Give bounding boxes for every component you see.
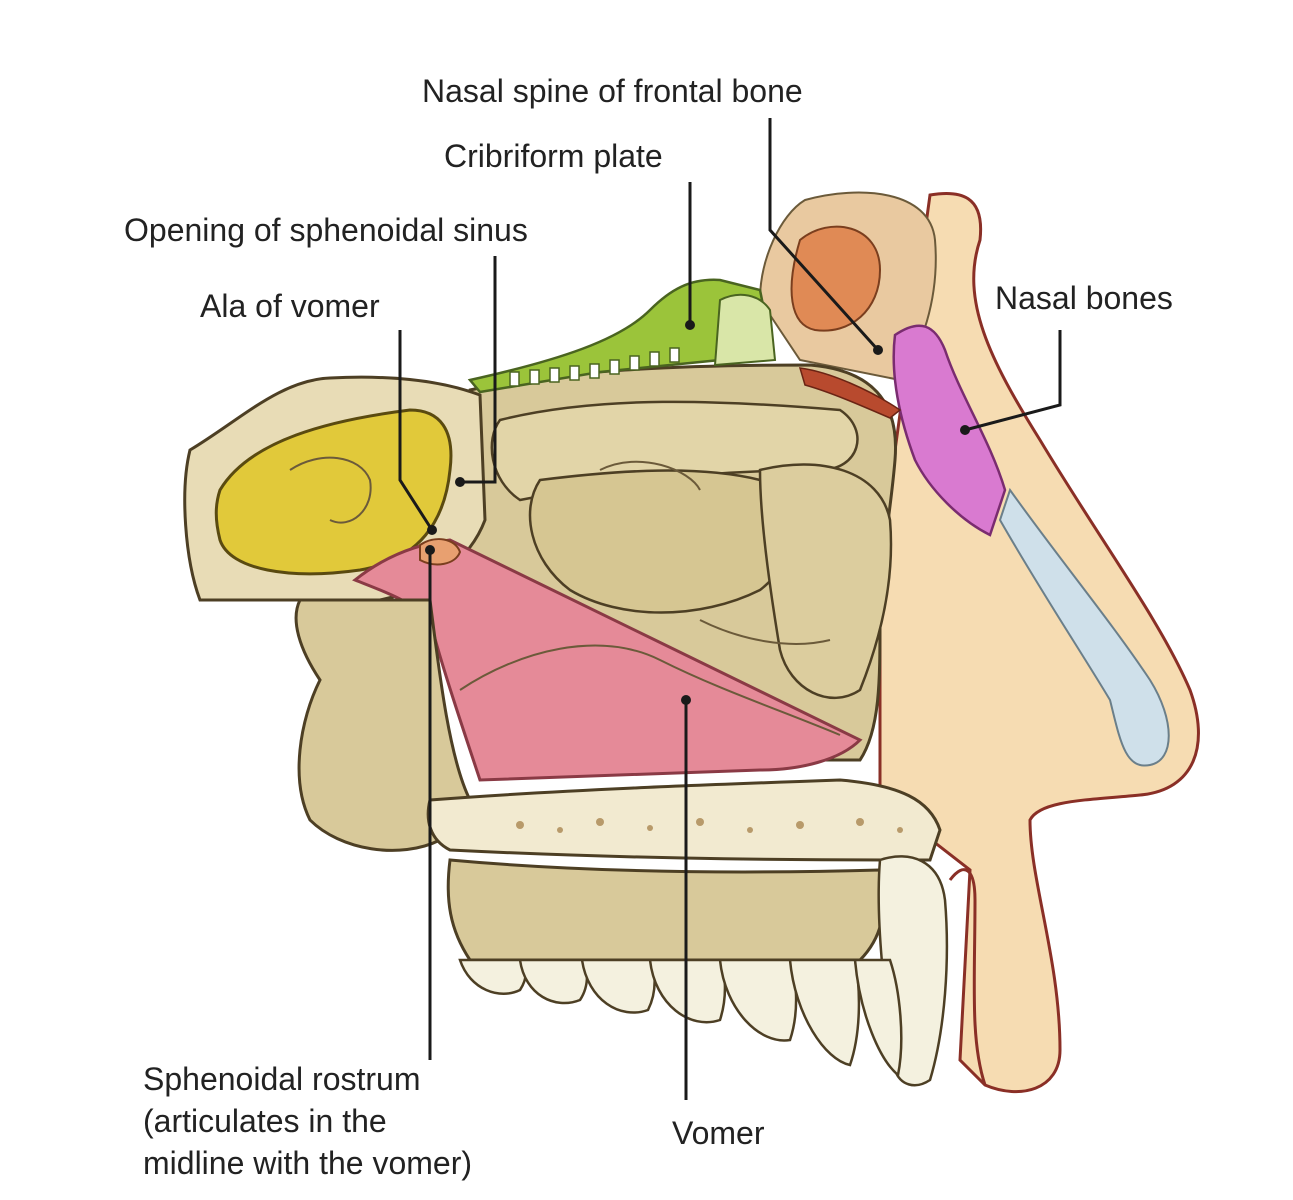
label-nasal-bones: Nasal bones bbox=[995, 280, 1173, 316]
cribriform-plate bbox=[467, 278, 772, 394]
cribriform-perforations bbox=[509, 347, 680, 387]
leader-nasal-bones bbox=[964, 330, 1062, 432]
label-nasal-spine: Nasal spine of frontal bone bbox=[422, 73, 803, 109]
frontal-spine-region bbox=[798, 367, 902, 419]
upper-lip bbox=[948, 868, 987, 1086]
palate-spongy-pattern bbox=[516, 818, 903, 833]
hard-palate bbox=[426, 778, 942, 862]
label-sphenoidal-rostrum-line-1: Sphenoidal rostrum bbox=[143, 1061, 421, 1097]
turbinate-line bbox=[599, 460, 701, 491]
label-sphenoidal-rostrum: Sphenoidal rostrum (articulates in the m… bbox=[143, 1058, 563, 1184]
label-opening-sphenoidal-sinus: Opening of sphenoidal sinus bbox=[124, 212, 528, 248]
label-vomer: Vomer bbox=[672, 1115, 765, 1151]
leader-vomer-dot bbox=[681, 695, 691, 705]
leader-ala-vomer bbox=[398, 330, 434, 531]
nasal-cartilage bbox=[998, 487, 1170, 767]
leader-sphenoidal-rostrum-dot bbox=[425, 545, 435, 555]
vomer-groove bbox=[459, 644, 841, 736]
maxilla-lower bbox=[446, 858, 886, 962]
label-cribriform-plate: Cribriform plate bbox=[444, 138, 663, 174]
middle-turbinate bbox=[528, 469, 792, 614]
leader-opening-sphenoidal-dot bbox=[455, 477, 465, 487]
label-ala-of-vomer: Ala of vomer bbox=[200, 288, 380, 324]
leader-nasal-bones-dot bbox=[960, 425, 970, 435]
leader-opening-sphenoidal bbox=[460, 256, 497, 484]
leader-nasal-spine bbox=[768, 118, 880, 352]
label-sphenoidal-rostrum-line-3: midline with the vomer) bbox=[143, 1145, 472, 1181]
teeth-row bbox=[458, 958, 903, 1078]
frontal-sinus bbox=[790, 225, 882, 332]
leader-nasal-spine-dot bbox=[873, 345, 883, 355]
label-sphenoidal-rostrum-line-2: (articulates in the bbox=[143, 1103, 387, 1139]
ethmoid-spongy bbox=[713, 293, 777, 367]
leader-ala-vomer-dot bbox=[427, 525, 437, 535]
nasal-bones-shape bbox=[892, 324, 1007, 537]
leader-lines bbox=[398, 118, 1062, 1100]
turbinate-line-2 bbox=[699, 619, 831, 645]
sphenoidal-sinus bbox=[214, 408, 453, 576]
inferior-turbinate bbox=[758, 463, 893, 700]
leader-cribriform-dot bbox=[685, 320, 695, 330]
sinus-fold bbox=[289, 456, 372, 524]
pterygoid-region bbox=[294, 598, 472, 852]
